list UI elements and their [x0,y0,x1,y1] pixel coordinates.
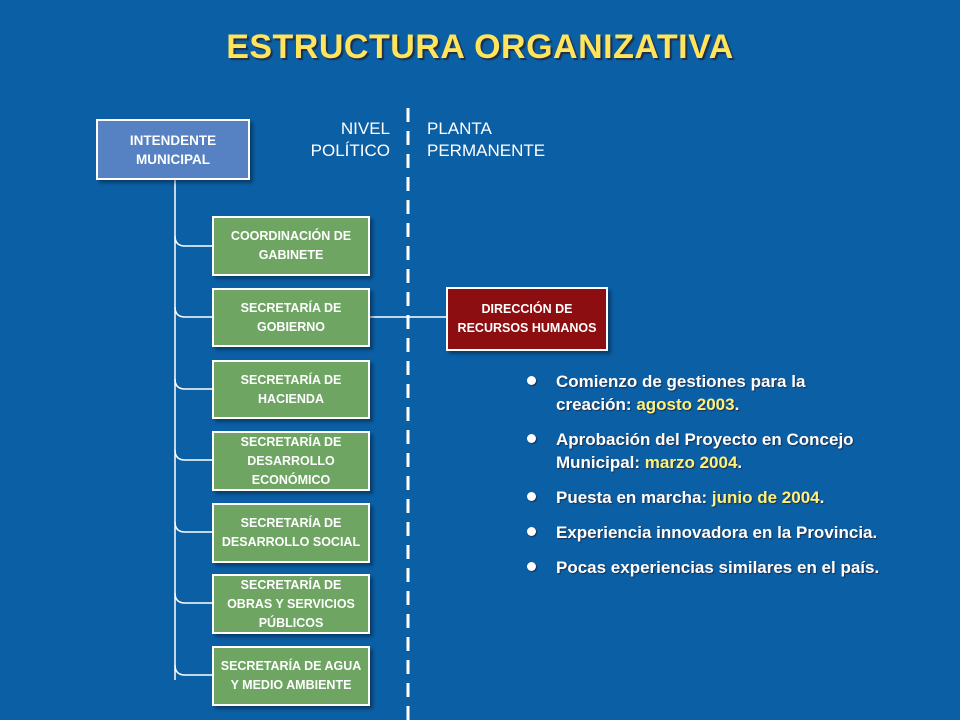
branch-hacienda [174,378,212,390]
branch-obras [174,592,212,604]
planta-permanente-line2: PERMANENTE [427,141,546,160]
org-box-secretaria-obras-servicios: SECRETARÍA DE OBRAS Y SERVICIOS PÚBLICOS [212,574,370,634]
intendente-box: INTENDENTE MUNICIPAL [96,119,250,180]
bullet-dot-icon [527,492,536,501]
page-title: ESTRUCTURA ORGANIZATIVA [226,28,734,66]
bullet-dot-icon [527,434,536,443]
bullet-dot-icon [527,527,536,536]
milestone-item: Comienzo de gestiones para la creación: … [524,370,884,416]
nivel-politico-label: NIVEL POLÍTICO [290,118,390,162]
org-box-secretaria-gobierno: SECRETARÍA DE GOBIERNO [212,288,370,347]
milestones-list: Comienzo de gestiones para la creación: … [524,370,884,591]
org-box-secretaria-agua-medio-ambiente: SECRETARÍA DE AGUA Y MEDIO AMBIENTE [212,646,370,706]
direccion-recursos-humanos-box: DIRECCIÓN DE RECURSOS HUMANOS [446,287,608,351]
bullet-dot-icon [527,376,536,385]
org-box-secretaria-hacienda: SECRETARÍA DE HACIENDA [212,360,370,419]
branch-social [174,521,212,533]
branch-economico [174,449,212,461]
branch-gabinete [174,235,212,247]
milestone-item: Pocas experiencias similares en el país. [524,556,884,579]
milestone-item: Experiencia innovadora en la Provincia. [524,521,884,544]
branch-gobierno [174,306,212,318]
planta-permanente-label: PLANTA PERMANENTE [427,118,587,162]
branch-agua [174,664,212,676]
milestone-item: Aprobación del Proyecto en Concejo Munic… [524,428,884,474]
bullet-dot-icon [527,562,536,571]
org-box-secretaria-desarrollo-economico: SECRETARÍA DE DESARROLLO ECONÓMICO [212,431,370,491]
org-box-secretaria-desarrollo-social: SECRETARÍA DE DESARROLLO SOCIAL [212,503,370,563]
nivel-politico-line1: NIVEL [340,119,390,138]
milestone-item: Puesta en marcha: junio de 2004. [524,486,884,509]
planta-permanente-line1: PLANTA [427,119,492,138]
nivel-politico-line2: POLÍTICO [310,141,390,160]
org-box-coordinacion-gabinete: COORDINACIÓN DE GABINETE [212,216,370,276]
